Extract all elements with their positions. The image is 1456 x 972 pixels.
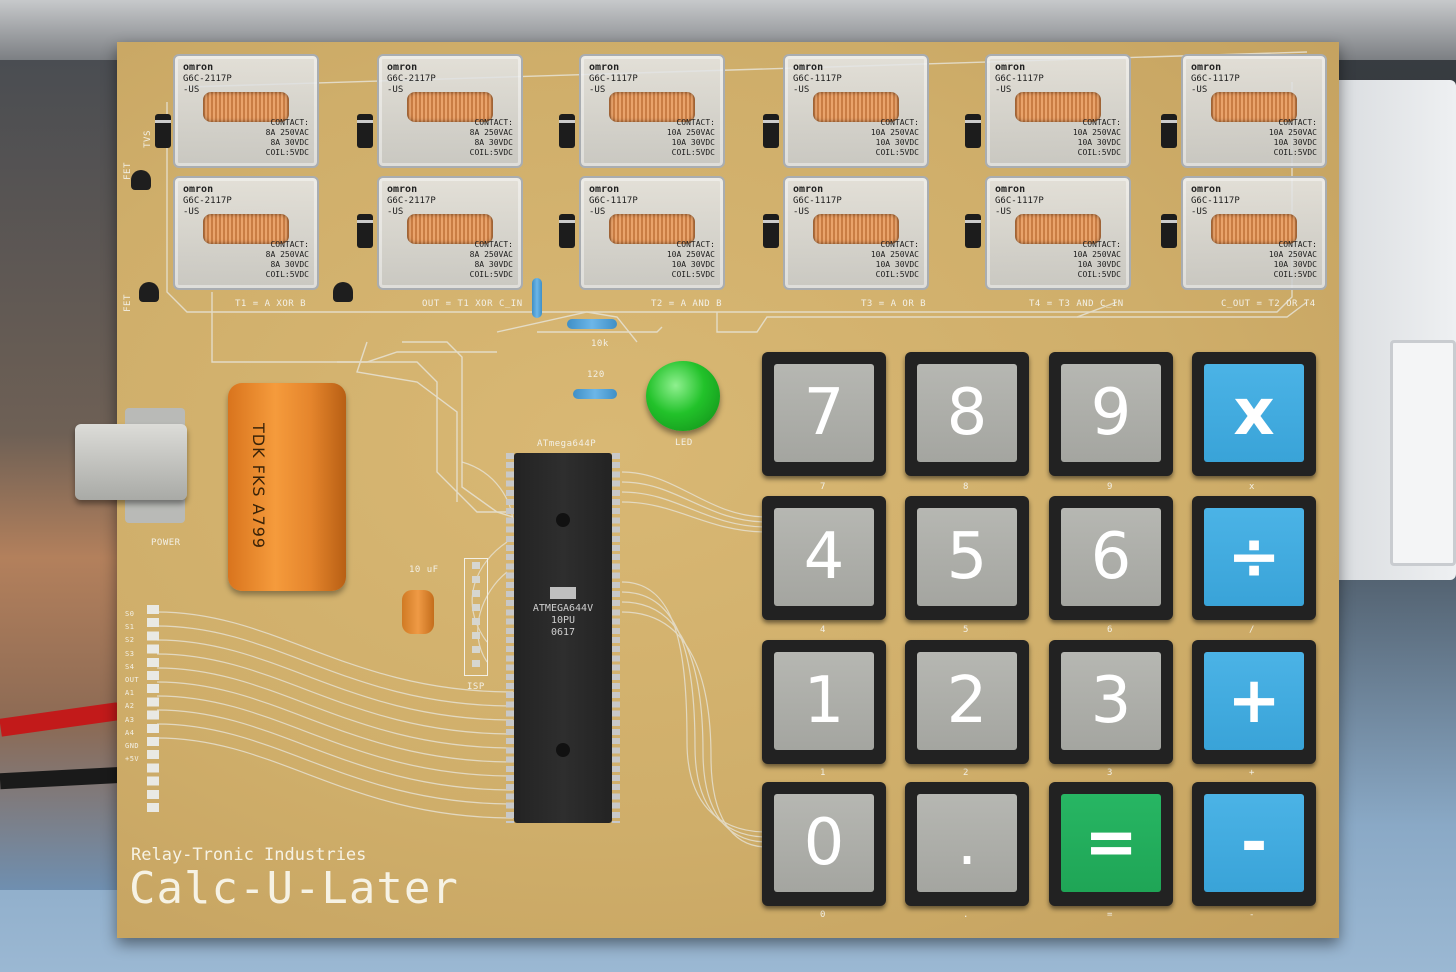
logic-label: C_OUT = T2 OR T4 bbox=[1221, 299, 1316, 309]
tvs-diode bbox=[357, 214, 373, 248]
capacitor-10uf bbox=[402, 590, 434, 634]
atmel-logo-icon bbox=[550, 587, 576, 599]
key-silk: 2 bbox=[963, 768, 969, 778]
logic-label: T1 = A XOR B bbox=[235, 299, 307, 309]
resistor-120-silk: 120 bbox=[587, 370, 605, 380]
key-silk: + bbox=[1249, 768, 1255, 778]
key-silk: 0 bbox=[820, 910, 826, 920]
electrolytic-capacitor: TDK FKS A799 bbox=[228, 383, 346, 591]
tvs-diode bbox=[559, 214, 575, 248]
key-silk: - bbox=[1249, 910, 1255, 920]
key-0[interactable]: 0 bbox=[762, 782, 886, 906]
key-silk: 9 bbox=[1107, 482, 1113, 492]
key-silk: x bbox=[1249, 482, 1255, 492]
key-silk: 5 bbox=[963, 625, 969, 635]
key-3[interactable]: 3 bbox=[1049, 640, 1173, 764]
tvs-diode bbox=[1161, 114, 1177, 148]
key-silk: 1 bbox=[820, 768, 826, 778]
io-header-pins bbox=[147, 605, 159, 815]
green-led bbox=[646, 361, 720, 431]
key-silk: 7 bbox=[820, 482, 826, 492]
tvs-diode bbox=[155, 114, 171, 148]
tvs-diode bbox=[357, 114, 373, 148]
key-silk: 3 bbox=[1107, 768, 1113, 778]
fet-transistor bbox=[333, 282, 353, 302]
resistor-10k-silk: 10k bbox=[591, 339, 609, 349]
fet-silk: FET bbox=[122, 294, 133, 312]
resistor-120 bbox=[573, 389, 617, 399]
key-4[interactable]: 4 bbox=[762, 496, 886, 620]
key-silk: / bbox=[1249, 625, 1255, 635]
isp-header-outline bbox=[464, 558, 488, 676]
chip-pins-right bbox=[612, 453, 620, 823]
key-divide[interactable]: ÷ bbox=[1192, 496, 1316, 620]
logic-label: T2 = A AND B bbox=[651, 299, 723, 309]
key-equals[interactable]: = bbox=[1049, 782, 1173, 906]
background-instrument-right bbox=[1330, 80, 1456, 580]
key-7[interactable]: 7 bbox=[762, 352, 886, 476]
power-silk: POWER bbox=[151, 538, 181, 548]
key-silk: 8 bbox=[963, 482, 969, 492]
key-silk: = bbox=[1107, 910, 1113, 920]
key-2[interactable]: 2 bbox=[905, 640, 1029, 764]
tvs-diode bbox=[763, 114, 779, 148]
tvs-diode bbox=[763, 214, 779, 248]
key-5[interactable]: 5 bbox=[905, 496, 1029, 620]
led-silk: LED bbox=[675, 438, 693, 448]
product-title: Calc-U-Later bbox=[129, 863, 459, 914]
power-switch[interactable] bbox=[75, 424, 187, 500]
tvs-diode bbox=[1161, 214, 1177, 248]
atmega-chip: ATMEGA644V 10PU 0617 bbox=[514, 453, 612, 823]
fet-transistor bbox=[131, 170, 151, 190]
tvs-diode bbox=[559, 114, 575, 148]
key-silk: . bbox=[963, 910, 969, 920]
resistor-10k bbox=[567, 319, 617, 329]
key-decimal[interactable]: . bbox=[905, 782, 1029, 906]
isp-header-pins bbox=[472, 562, 480, 670]
key-silk: 6 bbox=[1107, 625, 1113, 635]
key-9[interactable]: 9 bbox=[1049, 352, 1173, 476]
logic-label: T3 = A OR B bbox=[861, 299, 927, 309]
key-multiply[interactable]: x bbox=[1192, 352, 1316, 476]
brand-text: Relay-Tronic Industries bbox=[131, 845, 367, 865]
tvs-diode bbox=[965, 114, 981, 148]
key-minus[interactable]: - bbox=[1192, 782, 1316, 906]
logic-label: OUT = T1 XOR C_IN bbox=[422, 299, 523, 309]
resistor-vertical bbox=[532, 278, 542, 318]
key-1[interactable]: 1 bbox=[762, 640, 886, 764]
tvs-silk: TVS bbox=[142, 130, 153, 148]
key-6[interactable]: 6 bbox=[1049, 496, 1173, 620]
key-silk: 4 bbox=[820, 625, 826, 635]
fet-transistor bbox=[139, 282, 159, 302]
cap-small-silk: 10 uF bbox=[409, 565, 439, 575]
key-plus[interactable]: + bbox=[1192, 640, 1316, 764]
chip-pins-left bbox=[506, 453, 514, 823]
isp-silk: ISP bbox=[467, 682, 485, 692]
tvs-diode bbox=[965, 214, 981, 248]
key-8[interactable]: 8 bbox=[905, 352, 1029, 476]
chip-silk: ATmega644P bbox=[537, 439, 597, 449]
logic-label: T4 = T3 AND C_IN bbox=[1029, 299, 1124, 309]
